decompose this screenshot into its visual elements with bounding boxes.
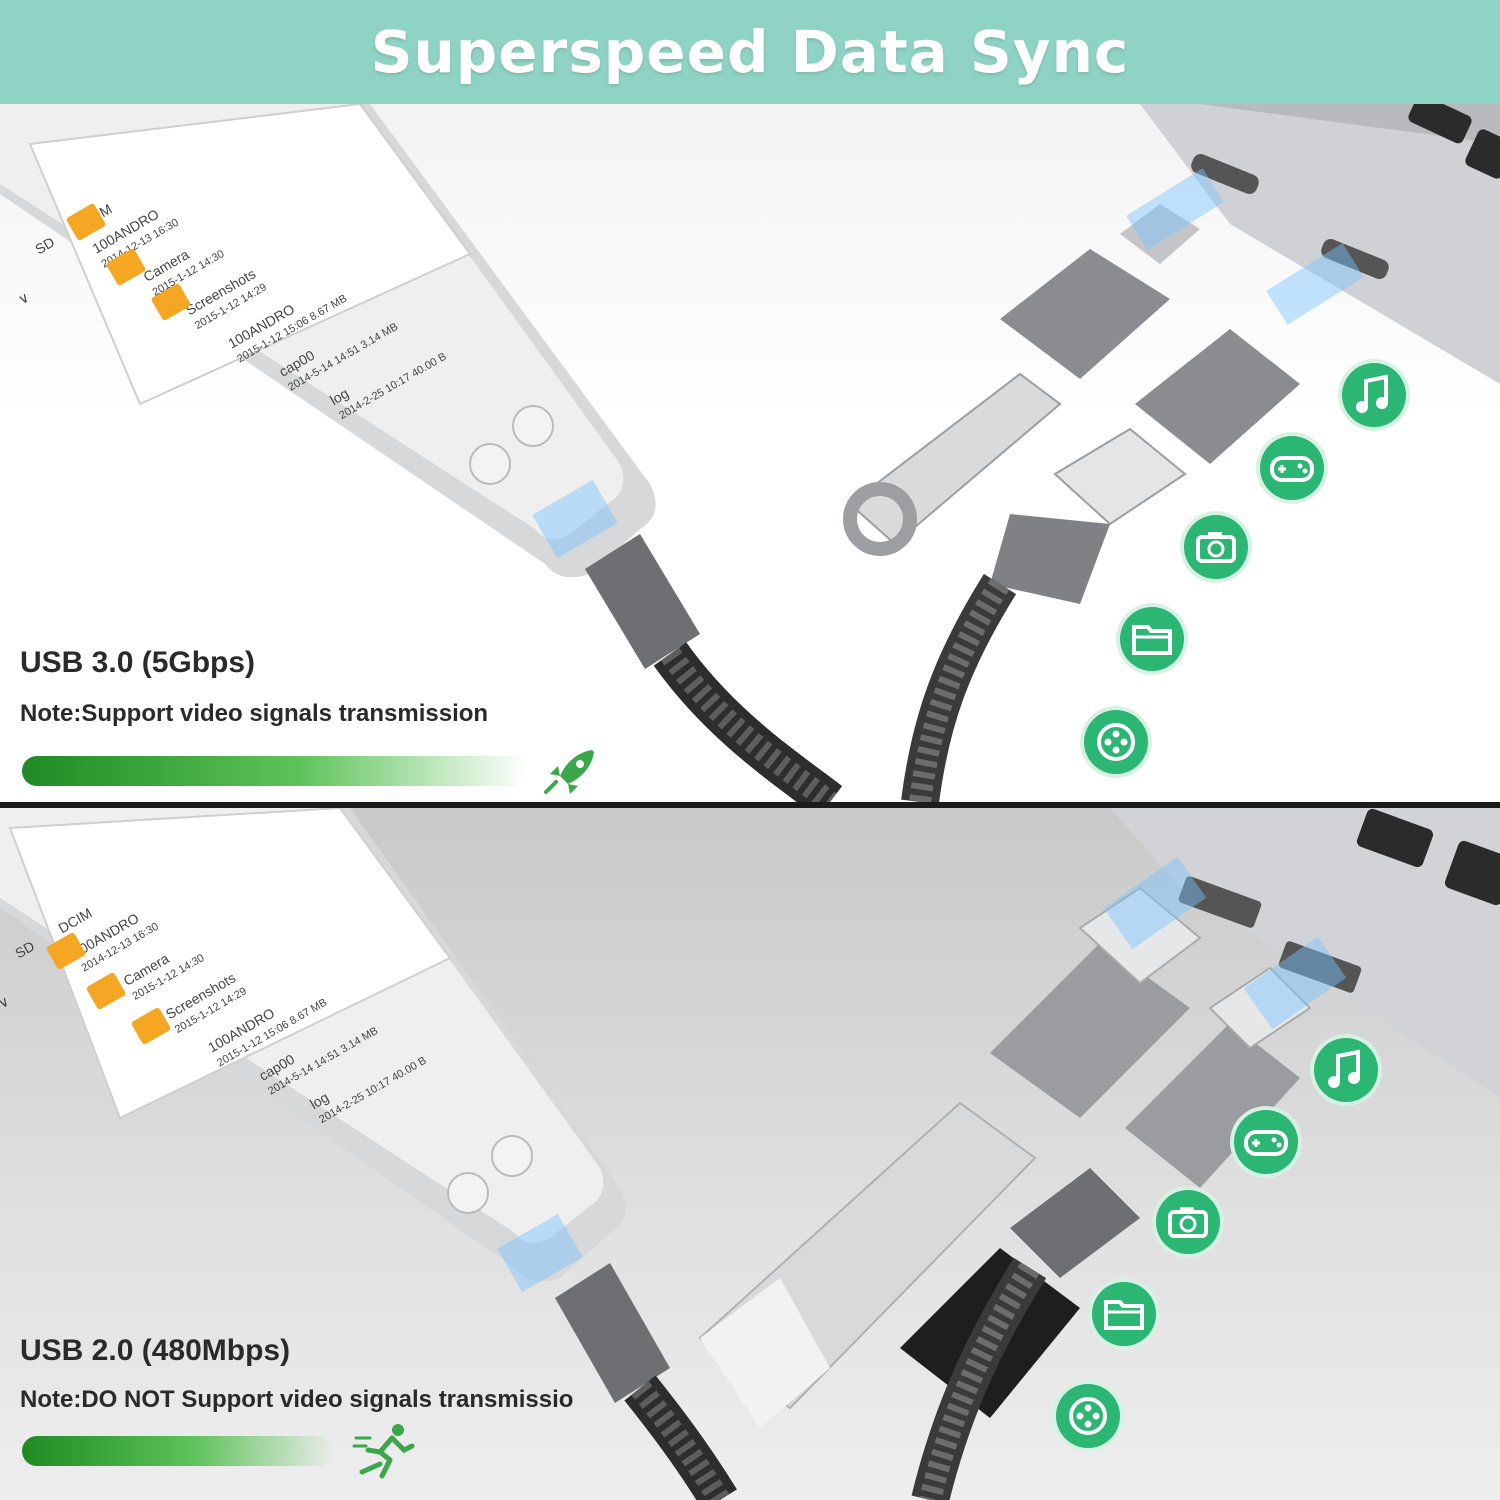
- phone-tab-sd: SD: [32, 234, 57, 258]
- usb3-speed-bar: [22, 756, 527, 786]
- folder-icon: [46, 932, 86, 970]
- camera-icon: [1156, 1190, 1220, 1254]
- folder-icon: [131, 1007, 171, 1045]
- phone-back-icon: ∨: [0, 993, 12, 1012]
- usb2-speed-bar: [22, 1436, 335, 1466]
- phone-illustration: SD DCIM ∨ 100ANDRO 2014-12-13 16:30 Came…: [0, 808, 626, 1282]
- film-reel-icon: [1084, 710, 1148, 774]
- laptop-illustration: [1110, 808, 1500, 1098]
- phone-button-icon: [447, 1172, 489, 1214]
- folder-icon: [1092, 1282, 1156, 1346]
- usb3-speed-title: USB 3.0 (5Gbps): [20, 646, 256, 679]
- lightning-cable-left: [497, 1213, 737, 1500]
- lightning-cable-left: [532, 479, 843, 802]
- usb3-note: Note:Support video signals transmission: [20, 700, 489, 727]
- panel-divider: [0, 802, 1500, 808]
- phone-button-icon: [469, 443, 511, 485]
- usb-a-adapter-left: [990, 856, 1207, 1118]
- rocket-icon: [544, 750, 594, 794]
- folder-icon: [151, 283, 191, 321]
- music-icon: [1342, 363, 1406, 427]
- folder-icon: [66, 203, 106, 241]
- phone-button-icon: [512, 405, 554, 447]
- film-reel-icon: [1056, 1384, 1120, 1448]
- usb-c-cable-right: [911, 1168, 1140, 1500]
- phone-back-icon: ∨: [15, 289, 32, 308]
- gamepad-icon: [1234, 1110, 1298, 1174]
- usb-a-cable-right: [901, 427, 1187, 802]
- title-banner: Superspeed Data Sync: [0, 0, 1500, 104]
- phone-tab-sd: SD: [12, 938, 37, 962]
- usb2-scene: SD DCIM ∨ 100ANDRO 2014-12-13 16:30 Came…: [0, 808, 1500, 1500]
- usb2-panel: SD DCIM ∨ 100ANDRO 2014-12-13 16:30 Came…: [0, 808, 1500, 1500]
- usb-a-adapter-right: [1125, 936, 1347, 1188]
- folder-icon: [106, 248, 146, 286]
- phone-button-icon: [491, 1135, 533, 1177]
- flash-drive: [843, 372, 1062, 556]
- usb2-speed-title: USB 2.0 (480Mbps): [20, 1334, 291, 1367]
- folder-icon: [1120, 607, 1184, 671]
- camera-icon: [1184, 515, 1248, 579]
- usb-c-adapter-left: [1000, 168, 1224, 379]
- usb2-note: Note:DO NOT Support video signals transm…: [20, 1386, 574, 1413]
- usb3-panel: SD DCIM ∨ 100ANDRO 2014-12-13 16:30 Came…: [0, 104, 1500, 802]
- banner-title: Superspeed Data Sync: [370, 18, 1130, 86]
- running-man-icon: [352, 1424, 415, 1479]
- phone-illustration: SD DCIM ∨ 100ANDRO 2014-12-13 16:30 Came…: [0, 104, 656, 578]
- folder-icon: [86, 972, 126, 1010]
- music-icon: [1314, 1038, 1378, 1102]
- laptop-illustration: [1140, 104, 1500, 384]
- usb3-scene: SD DCIM ∨ 100ANDRO 2014-12-13 16:30 Came…: [0, 104, 1500, 802]
- usb-c-adapter-right: [1135, 243, 1364, 464]
- gamepad-icon: [1260, 436, 1324, 500]
